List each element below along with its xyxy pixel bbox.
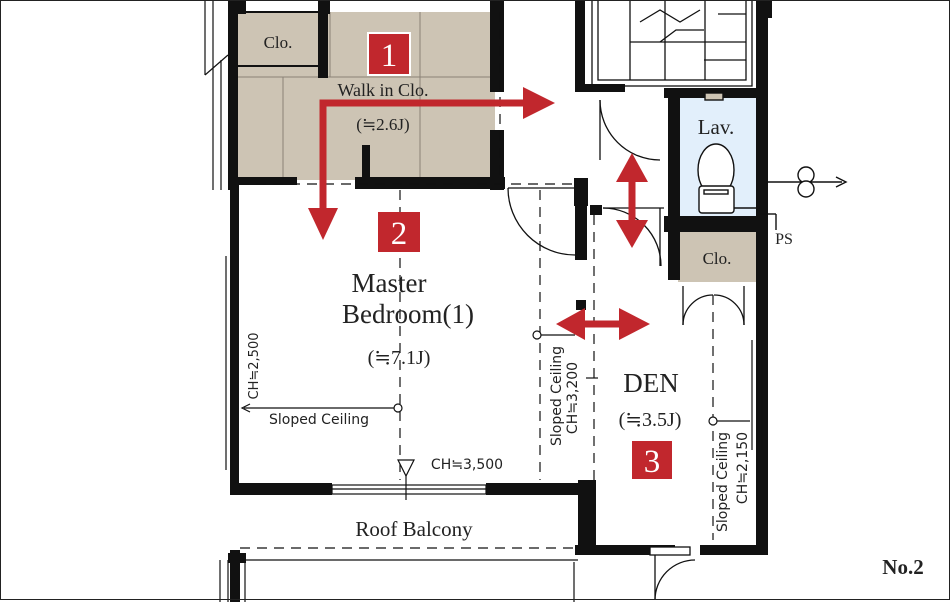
page-number: No.2 — [882, 555, 923, 579]
walls — [228, 0, 772, 602]
badge-1: 1 — [367, 32, 411, 76]
arrow-to-hall — [319, 99, 525, 210]
roof-balcony-label: Roof Balcony — [355, 517, 473, 541]
ch-3500-label: CH≒3,500 — [431, 457, 503, 473]
den-size: (≒3.5J) — [619, 409, 682, 431]
sloped-ceiling-label-center: Sloped Ceiling — [549, 346, 565, 446]
closet-top-label: Clo. — [264, 33, 293, 52]
badge-2: 2 — [378, 212, 420, 252]
ps-label: PS — [775, 231, 793, 248]
drain-icon — [760, 166, 848, 230]
ch-3200-label: CH≒3,200 — [565, 362, 581, 434]
ch-2150-label: CH≒2,150 — [735, 432, 751, 504]
sloped-ceiling-label-master: Sloped Ceiling — [269, 412, 369, 428]
ch-2500-label: CH≒2,500 — [247, 333, 262, 400]
master-bedroom-size: (≒7.1J) — [368, 347, 431, 369]
master-bedroom-label-line1: Master — [352, 268, 427, 298]
ceiling-markers — [240, 330, 750, 500]
balcony-window — [240, 484, 578, 602]
lav-label: Lav. — [698, 115, 735, 139]
walk-in-closet-label: Walk in Clo. — [337, 80, 428, 100]
svg-text:3: 3 — [644, 444, 661, 480]
closet-small-floor — [678, 232, 756, 282]
staircase — [591, 0, 753, 87]
walk-in-closet-size: (≒2.6J) — [356, 115, 409, 134]
master-bedroom-label-line2: Bedroom(1) — [342, 299, 474, 329]
right-window — [751, 340, 763, 450]
toilet-icon — [697, 92, 760, 214]
sloped-ceiling-label-den: Sloped Ceiling — [715, 432, 731, 532]
movement-arrows — [308, 87, 650, 340]
svg-text:1: 1 — [381, 38, 398, 74]
badge-3: 3 — [632, 441, 672, 480]
den-label: DEN — [623, 368, 679, 398]
left-windows — [204, 0, 233, 602]
closet-small-label: Clo. — [703, 249, 732, 268]
svg-text:2: 2 — [391, 216, 408, 252]
